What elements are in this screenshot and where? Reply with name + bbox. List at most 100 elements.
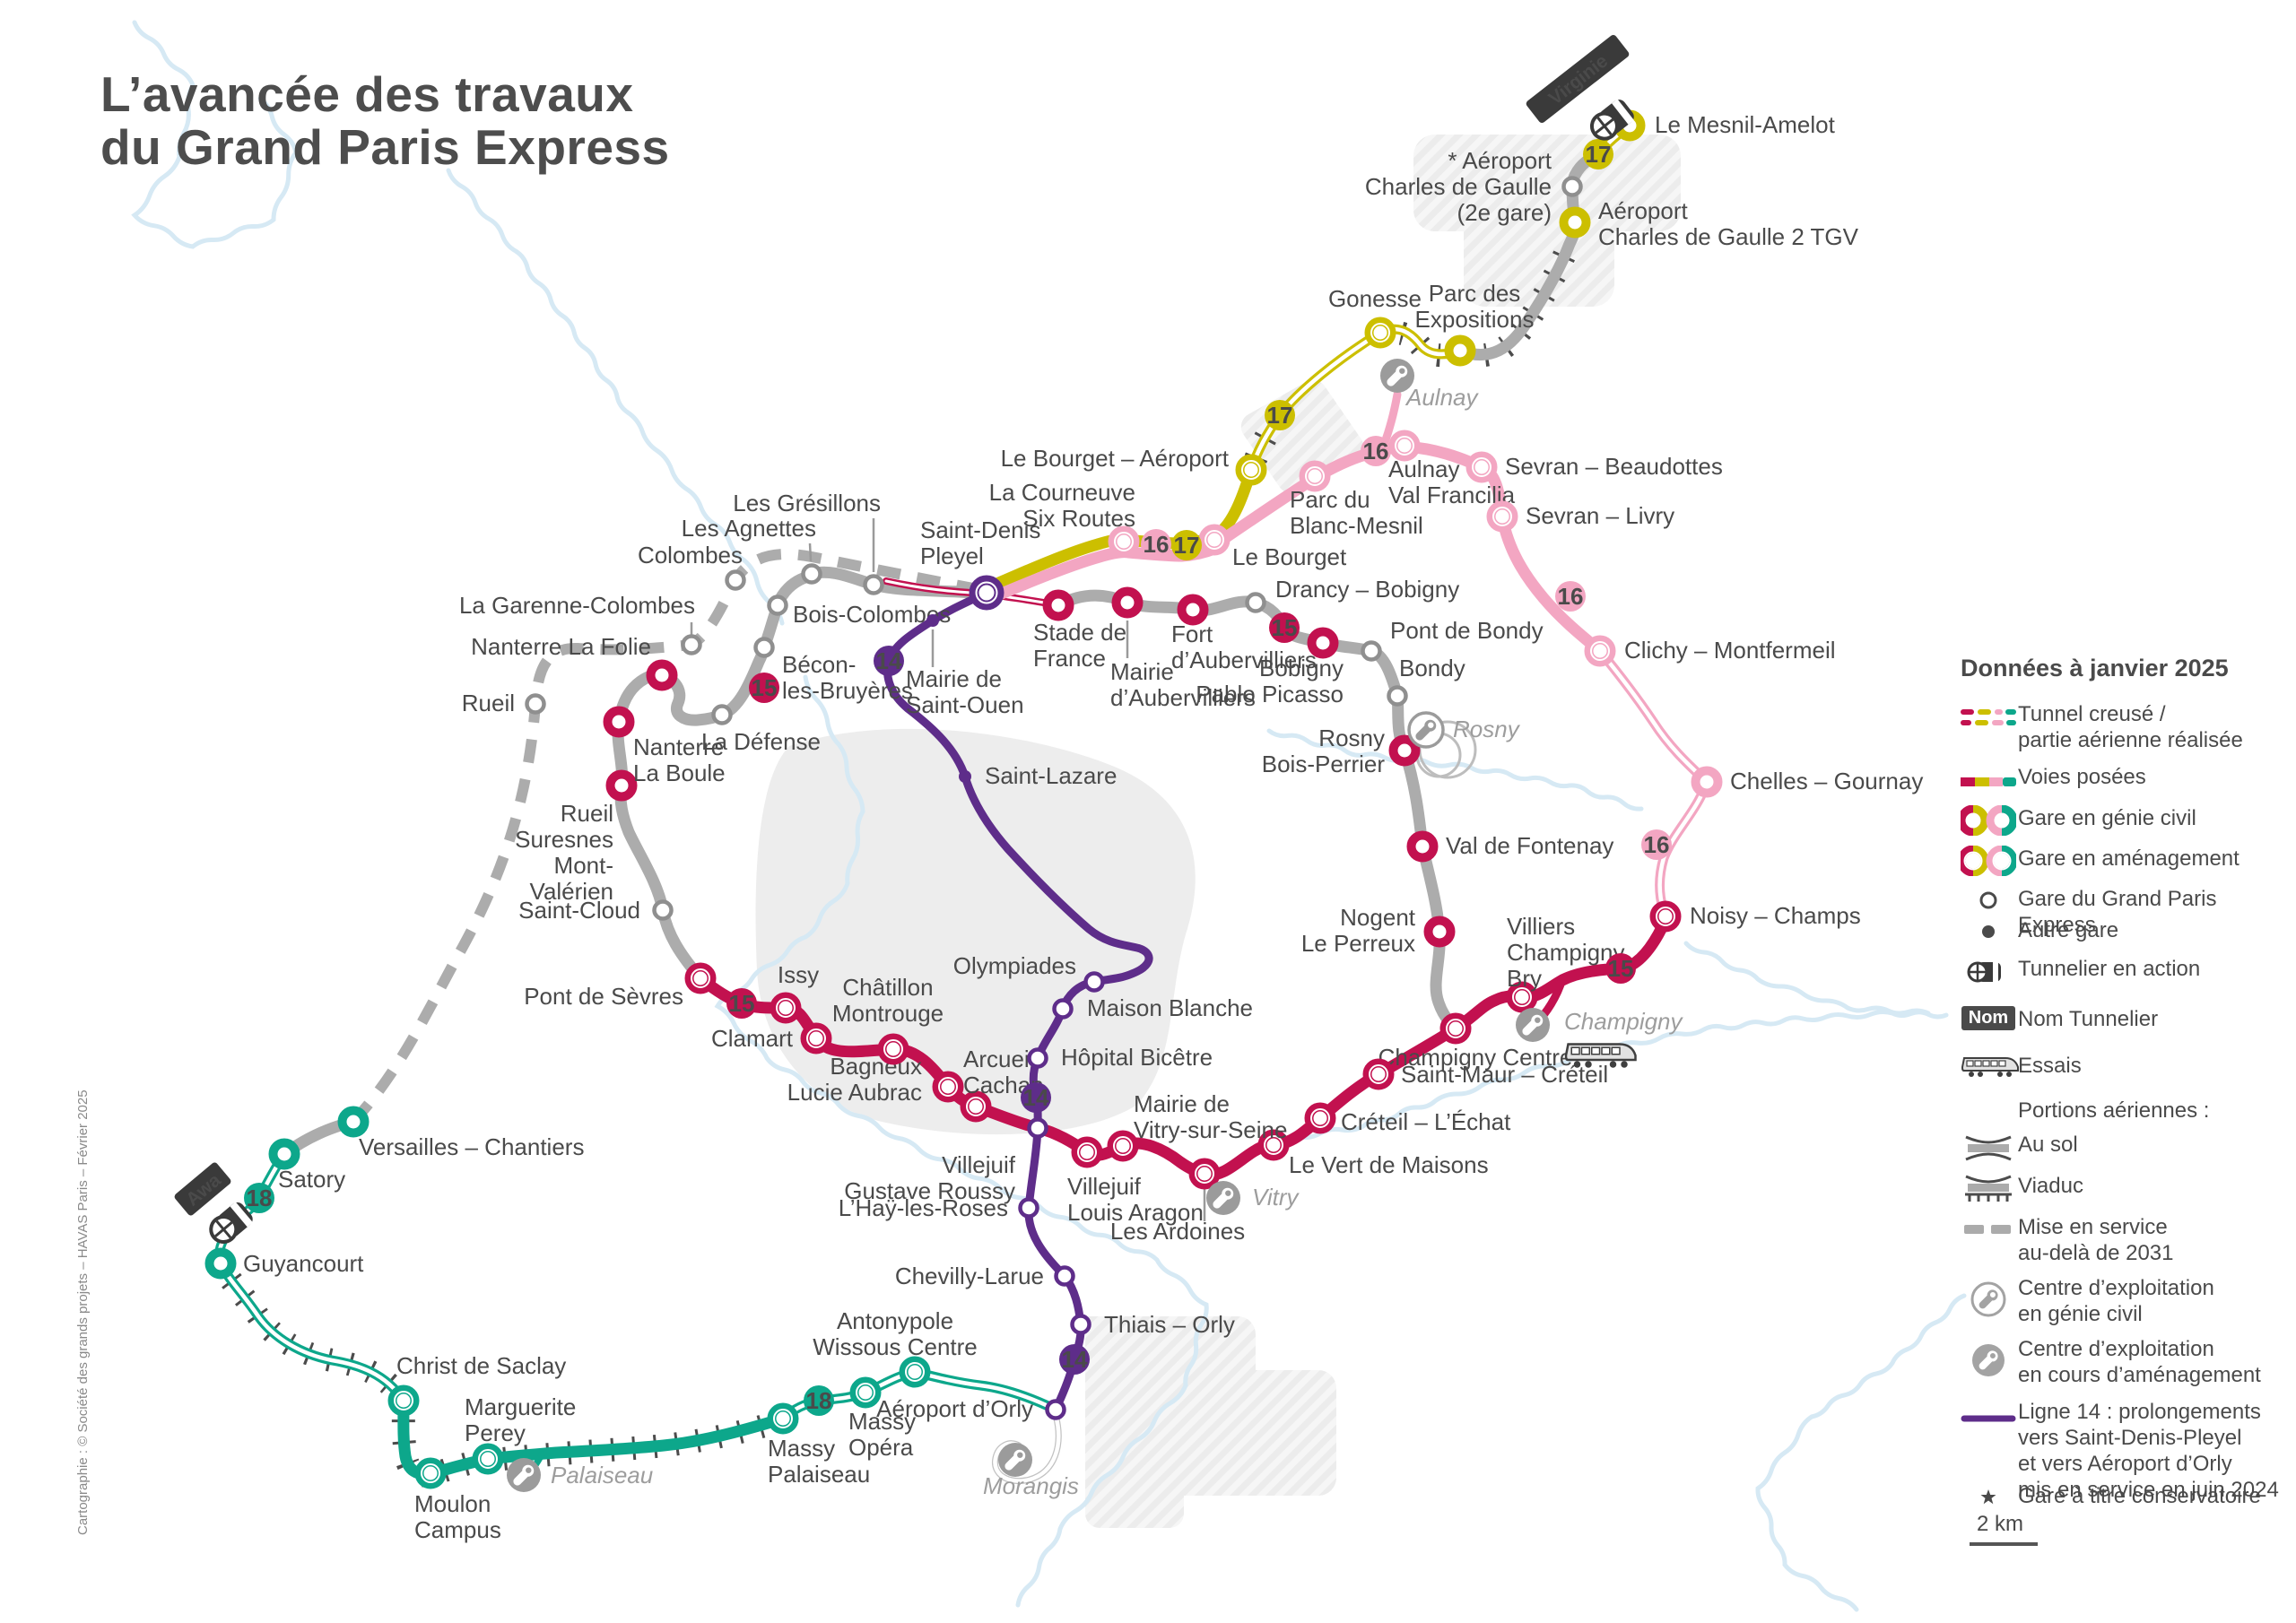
badge-line-16-number: 16 [1144, 531, 1170, 558]
train-wheel [1585, 1061, 1592, 1068]
wrench-notch [1399, 368, 1405, 374]
station-chelles-gournay-circle [1691, 766, 1723, 798]
badge-line-18: 18 [244, 1183, 274, 1213]
station-satory-label: Satory [278, 1166, 345, 1193]
credit-text: Cartographie : © Société des grands proj… [75, 1089, 91, 1535]
station-nanterre-la-folie-circle [646, 659, 678, 691]
station-aulnay-val-francilia-label: Aulnay [1388, 456, 1460, 482]
station-clichy-montfermeil-label: Clichy – Montfermeil [1624, 637, 1836, 664]
badge-line-17: 17 [1583, 139, 1613, 169]
station-les-agnettes: Les Agnettes [682, 515, 822, 585]
station-pont-de-bondy: Pont de Bondy [1361, 617, 1544, 662]
badge-line-15-number: 15 [1272, 614, 1298, 641]
station-clamart-innerring [806, 1028, 826, 1048]
line-18-massy-saclay [397, 1394, 789, 1480]
station-noisy-champs-label: Noisy – Champs [1690, 902, 1861, 929]
legend-tunnel-2: partie aérienne réalisée [2018, 728, 2243, 752]
station-saint-denis-pleyel-circle [969, 575, 1004, 611]
badge-line-16-circle [1555, 581, 1586, 612]
badge-line-15-circle [726, 988, 757, 1019]
station-colombes: Colombes [638, 542, 746, 591]
river-7 [1683, 941, 1931, 1016]
station-les-gresillons: Les Grésillons [733, 490, 884, 595]
station-creteil-l-echat: Créteil – L’Échat [1304, 1102, 1511, 1135]
badge-line-14-circle [874, 646, 904, 676]
station-drancy-bobigny-circle [1245, 592, 1266, 613]
badge-line-18: 18 [804, 1385, 834, 1416]
station-stade-de-france-label: France [1033, 645, 1106, 672]
station-l-hay-les-roses-label: L’Haÿ-les-Roses [839, 1194, 1008, 1221]
station-l-hay-les-roses: L’Haÿ-les-Roses [839, 1194, 1039, 1221]
station-bagneux-lucie-aubrac-label: Bagneux [830, 1053, 922, 1080]
station-nanterre-la-boule-label: Nanterre [633, 733, 724, 760]
station-mairie-de-vitry-sur-seine-label: Mairie de [1134, 1090, 1230, 1117]
centre-exploitation-vitry-label: Vitry [1252, 1184, 1300, 1211]
station-aeroport-charles-de-gaulle-2-tgv-label: Charles de Gaulle 2 TGV [1598, 223, 1859, 250]
station-rueil-suresnes-mont-valerien-circle [605, 769, 638, 802]
station-pont-de-sevres-innerring [691, 968, 710, 988]
station-marguerite-perey-circle [472, 1443, 504, 1475]
station-la-courneuve-six-routes-circle [1108, 525, 1140, 558]
station-chatillon-montrouge-label: Montrouge [832, 1000, 944, 1027]
station-hopital-bicetre-circle [1027, 1047, 1048, 1069]
wrench-notch [1428, 722, 1434, 728]
station-la-defense-circle [711, 704, 733, 725]
station-parc-du-blanc-mesnil-label: Parc du [1290, 486, 1370, 513]
station-mairie-de-vitry-sur-seine-label: Vitry-sur-Seine [1134, 1116, 1287, 1143]
station-bagneux-lucie-aubrac-label: Lucie Aubrac [787, 1079, 922, 1106]
badge-line-18-circle [804, 1385, 834, 1416]
tunnelier-virginie-machine-icon [1589, 99, 1634, 141]
orly-airport-area [1076, 1316, 1336, 1528]
station-mairie-de-saint-ouen-label: Mairie de [906, 665, 1002, 692]
station-aulnay-val-francilia-circle [1388, 430, 1421, 462]
station-rosny-bois-perrier-label: Rosny [1318, 725, 1385, 751]
badge-line-15-number: 15 [752, 674, 778, 701]
train-window [1591, 1046, 1601, 1055]
station-val-de-fontenay-label: Val de Fontenay [1446, 832, 1613, 859]
station-sevran-livry-innerring [1492, 507, 1512, 526]
station-bagneux-lucie-aubrac-innerring [938, 1077, 958, 1097]
autre-gare-icon [1961, 922, 2016, 947]
station-chelles-gournay: Chelles – Gournay [1691, 766, 1923, 798]
station-parc-des-expositions-circle [1444, 334, 1476, 367]
station-marguerite-perey-label: Perey [465, 1419, 526, 1446]
station-le-vert-de-maisons-label: Le Vert de Maisons [1289, 1151, 1489, 1178]
station-gonesse-circle [1364, 317, 1396, 349]
badge-line-16: 16 [1141, 529, 1171, 560]
label-connectors [690, 518, 1206, 1221]
station-arcueil-cachan-innerring [966, 1097, 986, 1116]
station-saint-denis-pleyel-innerring [975, 581, 998, 604]
station-aeroport-d-orly-circle [1045, 1399, 1066, 1420]
station-le-bourget-label: Le Bourget [1232, 543, 1347, 570]
legend-ce2-line1: Centre d’exploitation [2018, 1337, 2214, 1361]
river-6 [1266, 728, 1644, 812]
station-rueil-suresnes-mont-valerien-label: Valérien [530, 878, 613, 905]
centre-exploitation-morangis: Morangis [983, 1443, 1079, 1499]
legend-l14-line2: vers Saint-Denis-Pleyel [2018, 1426, 2242, 1450]
station-chevilly-larue-label: Chevilly-Larue [895, 1263, 1044, 1289]
station-villejuif-louis-aragon-innerring [1077, 1142, 1097, 1162]
station-massy-palaiseau-circle [767, 1402, 799, 1435]
station-bondy-circle [1387, 685, 1408, 707]
voies-bar-icon [1961, 769, 2016, 794]
station-le-vert-de-maisons: Le Vert de Maisons [1257, 1129, 1489, 1178]
station-olympiades: Olympiades [953, 952, 1105, 993]
station-maison-blanche: Maison Blanche [1052, 994, 1253, 1021]
station-le-bourget-aeroport-label: Le Bourget – Aéroport [1001, 445, 1230, 472]
station-la-defense: La Défense [701, 704, 821, 755]
legend-gpe: Gare du Grand Paris Express [2018, 887, 2217, 937]
legend-portions: Portions aériennes : [2018, 1098, 2210, 1123]
station-aulnay-val-francilia-innerring [1395, 436, 1414, 456]
station-christ-de-saclay: Christ de Saclay [387, 1352, 566, 1417]
train-window [1601, 1046, 1611, 1055]
station-noisy-champs-innerring [1656, 907, 1675, 926]
centres-exploitation: AulnayRosnyChampignyVitryMorangisPalaise… [507, 359, 1684, 1499]
centre-exploitation-aulnay: Aulnay [1380, 359, 1479, 411]
